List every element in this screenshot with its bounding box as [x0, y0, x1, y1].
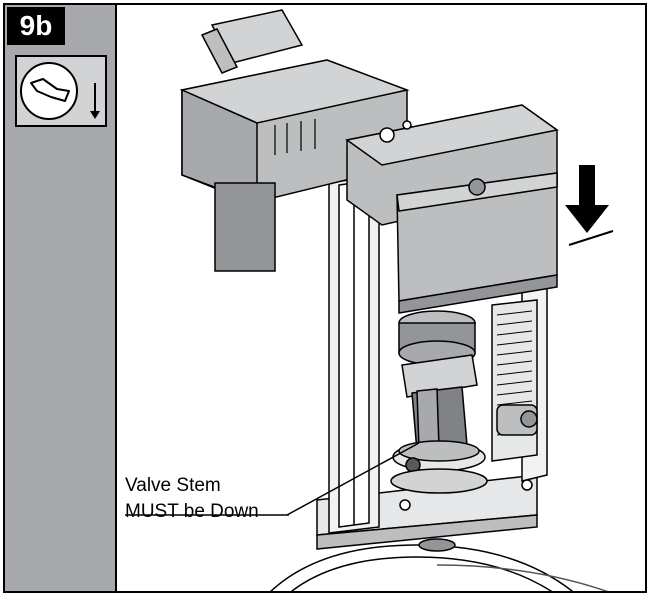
step-icon-box	[15, 55, 107, 127]
valve-stem-down-icon	[20, 62, 100, 120]
valve-stem-coupling	[390, 310, 488, 494]
illustration-area: Valve Stem MUST be Down	[117, 5, 645, 591]
actuator-illustration	[125, 9, 614, 591]
callout-leader-line	[286, 442, 420, 516]
callout-line-2: MUST be Down	[125, 501, 259, 522]
instruction-panel: 9b	[3, 3, 647, 593]
left-support-column	[328, 172, 380, 534]
step-sidebar: 9b	[5, 5, 117, 591]
down-arrow-icon	[565, 165, 614, 246]
valve-body	[270, 544, 609, 591]
actuator-housing	[179, 9, 559, 314]
valve-stem-callout: Valve Stem MUST be Down	[125, 473, 259, 525]
callout-line-1: Valve Stem	[125, 475, 221, 496]
step-number-badge: 9b	[7, 7, 65, 45]
